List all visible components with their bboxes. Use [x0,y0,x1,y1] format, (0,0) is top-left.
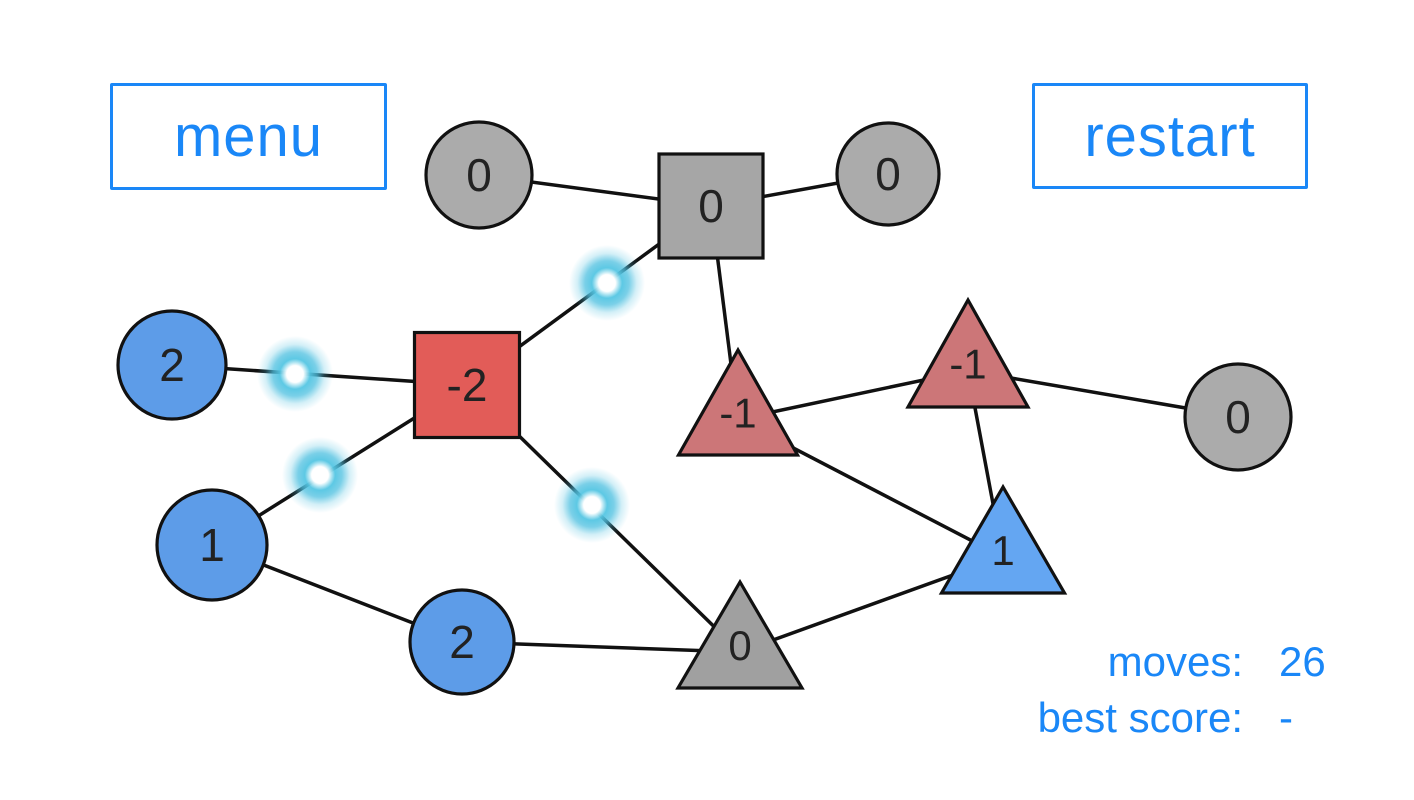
moves-value: 26 [1279,638,1326,685]
best-score-row: best score: - [1038,694,1331,750]
node-value-label: 2 [159,339,185,391]
node-value-label: 1 [991,527,1014,574]
best-score-value: - [1279,694,1293,741]
nodes-layer: 0 0 0 2 -2 -1 -1 0 1 2 0 1 [116,120,1293,696]
glows-layer [257,245,645,543]
menu-button[interactable]: menu [110,83,387,190]
node-circle-0[interactable] [424,120,534,230]
score-panel: moves: 26 best score: - [1038,638,1331,750]
node-value-label: 2 [449,616,475,668]
node-square-0[interactable] [657,152,765,260]
node-value-label: 0 [728,622,751,669]
node-triangle-0[interactable] [675,578,805,690]
node-circle-2[interactable] [116,309,228,421]
edge-glow-marker [282,437,358,513]
node-value-label: 0 [698,180,724,232]
node-value-label: 1 [199,519,225,571]
node-value-label: 0 [875,148,901,200]
restart-button[interactable]: restart [1032,83,1308,189]
node-triangle--1[interactable] [675,346,801,457]
node-value-label: 0 [466,149,492,201]
moves-row: moves: 26 [1038,638,1331,694]
node-triangle-1[interactable] [938,483,1068,595]
edge-glow-marker [569,245,645,321]
node-value-label: 0 [1225,391,1251,443]
edge-glow-marker [554,467,630,543]
edge-glow-marker [257,336,333,412]
node-circle-2[interactable] [408,588,516,696]
node-square--2[interactable] [412,330,522,440]
moves-label: moves: [1107,638,1243,685]
best-score-label: best score: [1037,694,1243,741]
node-value-label: -1 [719,390,756,437]
node-triangle--1[interactable] [905,296,1031,409]
node-circle-1[interactable] [155,488,269,602]
node-value-label: -2 [447,359,488,411]
node-circle-0[interactable] [1183,362,1293,472]
node-value-label: -1 [949,341,986,388]
node-circle-0[interactable] [835,121,941,227]
